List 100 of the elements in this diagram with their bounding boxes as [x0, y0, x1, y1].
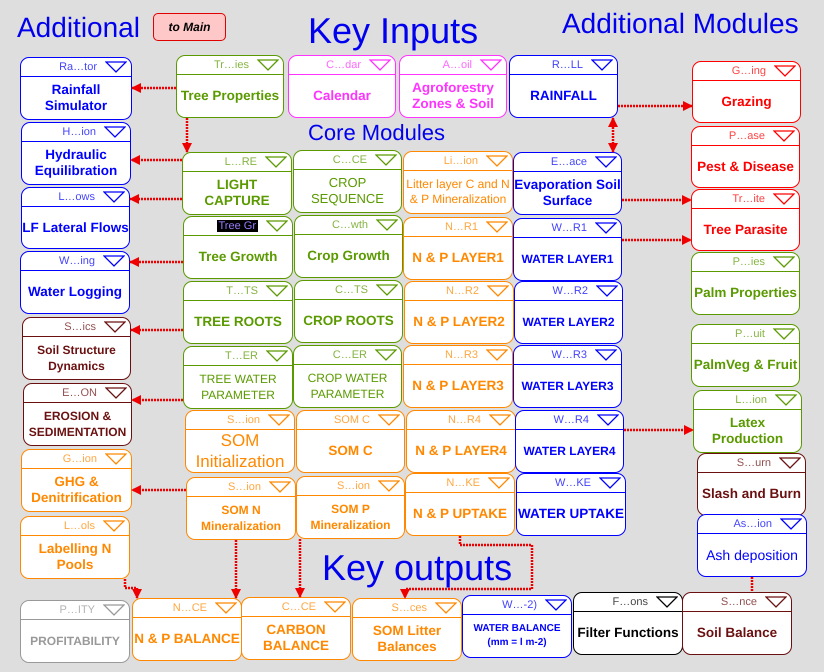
arrow — [182, 118, 192, 153]
section-heading: Key Inputs — [308, 10, 478, 52]
module-box — [691, 126, 800, 188]
module-title: Latex Production — [710, 415, 784, 447]
module-header-label: A…oil — [442, 59, 472, 71]
module-box — [183, 346, 293, 409]
module-title: Slash and Burn — [702, 486, 801, 502]
module-box — [296, 410, 405, 473]
module-title: N & P LAYER2 — [413, 314, 505, 330]
module-title: Calendar — [313, 88, 371, 104]
module-title: RAINFALL — [530, 88, 597, 104]
module-title: Tree Parasite — [703, 222, 788, 238]
module-header-label: W…R2 — [552, 285, 588, 297]
module-title: GHG & Denitrification — [30, 474, 123, 506]
module-header-label: T…TS — [226, 285, 258, 297]
arrow — [131, 395, 183, 405]
module-header-label: S…ics — [64, 321, 96, 333]
module-title: CROP WATER PARAMETER — [306, 370, 388, 402]
module-title: Palm Properties — [694, 285, 797, 301]
arrow — [130, 155, 182, 165]
module-header-label: F…ons — [612, 596, 648, 608]
module-title: LF Lateral Flows — [22, 220, 129, 236]
module-title: N & P UPTAKE — [412, 506, 507, 522]
module-box — [697, 453, 806, 516]
module-title: N & P LAYER3 — [412, 378, 504, 394]
module-header-label: S…urn — [736, 457, 771, 469]
module-box — [21, 449, 132, 512]
module-box — [241, 597, 351, 660]
module-title: WATER BALANCE (mm = l m-2) — [472, 622, 562, 650]
module-box — [352, 598, 462, 661]
module-header-label: N…R3 — [444, 349, 478, 361]
module-box — [406, 410, 516, 473]
module-box — [404, 281, 514, 344]
arrow — [124, 579, 142, 599]
module-header-label: L…RE — [224, 156, 257, 168]
section-heading: Key outputs — [322, 547, 512, 589]
module-box — [697, 514, 807, 577]
module-header-label: W…-2) — [502, 599, 537, 611]
module-title: PalmVeg & Fruit — [694, 357, 798, 373]
module-header-label: E…ace — [550, 156, 587, 168]
module-box — [183, 281, 293, 344]
module-header-label: P…ies — [732, 256, 765, 268]
module-box — [516, 473, 626, 536]
module-header-label: C…TS — [335, 284, 368, 296]
module-header-label: W…R4 — [554, 414, 589, 426]
module-header-label: N…CE — [172, 602, 207, 614]
module-title: N & P BALANCE — [134, 631, 240, 647]
module-title: WATER LAYER3 — [521, 378, 614, 394]
module-title: CARBON BALANCE — [262, 622, 330, 654]
module-box — [288, 55, 396, 118]
module-box — [20, 251, 130, 314]
module-title: Tree Properties — [180, 88, 280, 104]
module-box — [693, 390, 802, 453]
module-box — [692, 61, 801, 123]
module-header-label: W…R3 — [552, 349, 587, 361]
module-title: Soil Balance — [696, 625, 778, 641]
module-title: Rainfall Simulator — [44, 82, 108, 114]
module-header-label: S…ion — [226, 414, 260, 426]
module-header-label: W…R1 — [552, 222, 587, 234]
arrow — [131, 83, 176, 93]
module-header-label: Tr…ies — [214, 59, 249, 71]
module-title: Pest & Disease — [697, 158, 794, 174]
module-box — [405, 473, 515, 536]
module-box — [182, 152, 292, 215]
module-box — [513, 152, 622, 215]
module-title: CROP SEQUENCE — [310, 175, 385, 207]
module-box — [403, 217, 513, 280]
module-box — [513, 345, 622, 408]
module-box — [20, 57, 132, 120]
module-header-label: C…CE — [332, 154, 367, 166]
module-title: Filter Functions — [577, 625, 679, 641]
module-box — [183, 216, 293, 279]
module-box — [399, 55, 507, 118]
arrow — [129, 257, 183, 267]
module-title: TREE ROOTS — [194, 314, 282, 330]
module-header-label: N…R2 — [446, 285, 479, 297]
module-box — [294, 280, 403, 343]
arrow — [622, 195, 692, 205]
module-header-label: P…ITY — [60, 604, 95, 616]
module-header-label: P…uit — [735, 328, 765, 340]
module-title: PROFITABILITY — [30, 633, 120, 649]
module-box — [515, 410, 624, 473]
module-box — [293, 150, 402, 213]
module-title: Evaporation Soil Surface — [514, 177, 621, 209]
module-title: Hydraulic Equilibration — [34, 147, 118, 179]
module-box — [403, 151, 513, 214]
module-title: SOM N Mineralization — [200, 502, 282, 534]
arrow — [618, 101, 693, 111]
module-title: LIGHT CAPTURE — [203, 177, 271, 209]
module-header-label: W…KE — [554, 477, 591, 489]
module-header-label: Tree Gr — [216, 220, 258, 232]
module-box — [403, 345, 513, 408]
arrow — [129, 194, 182, 204]
module-header-label: C…wth — [332, 219, 368, 231]
arrow — [130, 325, 183, 335]
module-box — [513, 218, 622, 281]
module-title: WATER LAYER4 — [523, 443, 616, 459]
module-box — [176, 55, 284, 118]
module-box — [185, 410, 295, 473]
arrow — [400, 536, 534, 599]
